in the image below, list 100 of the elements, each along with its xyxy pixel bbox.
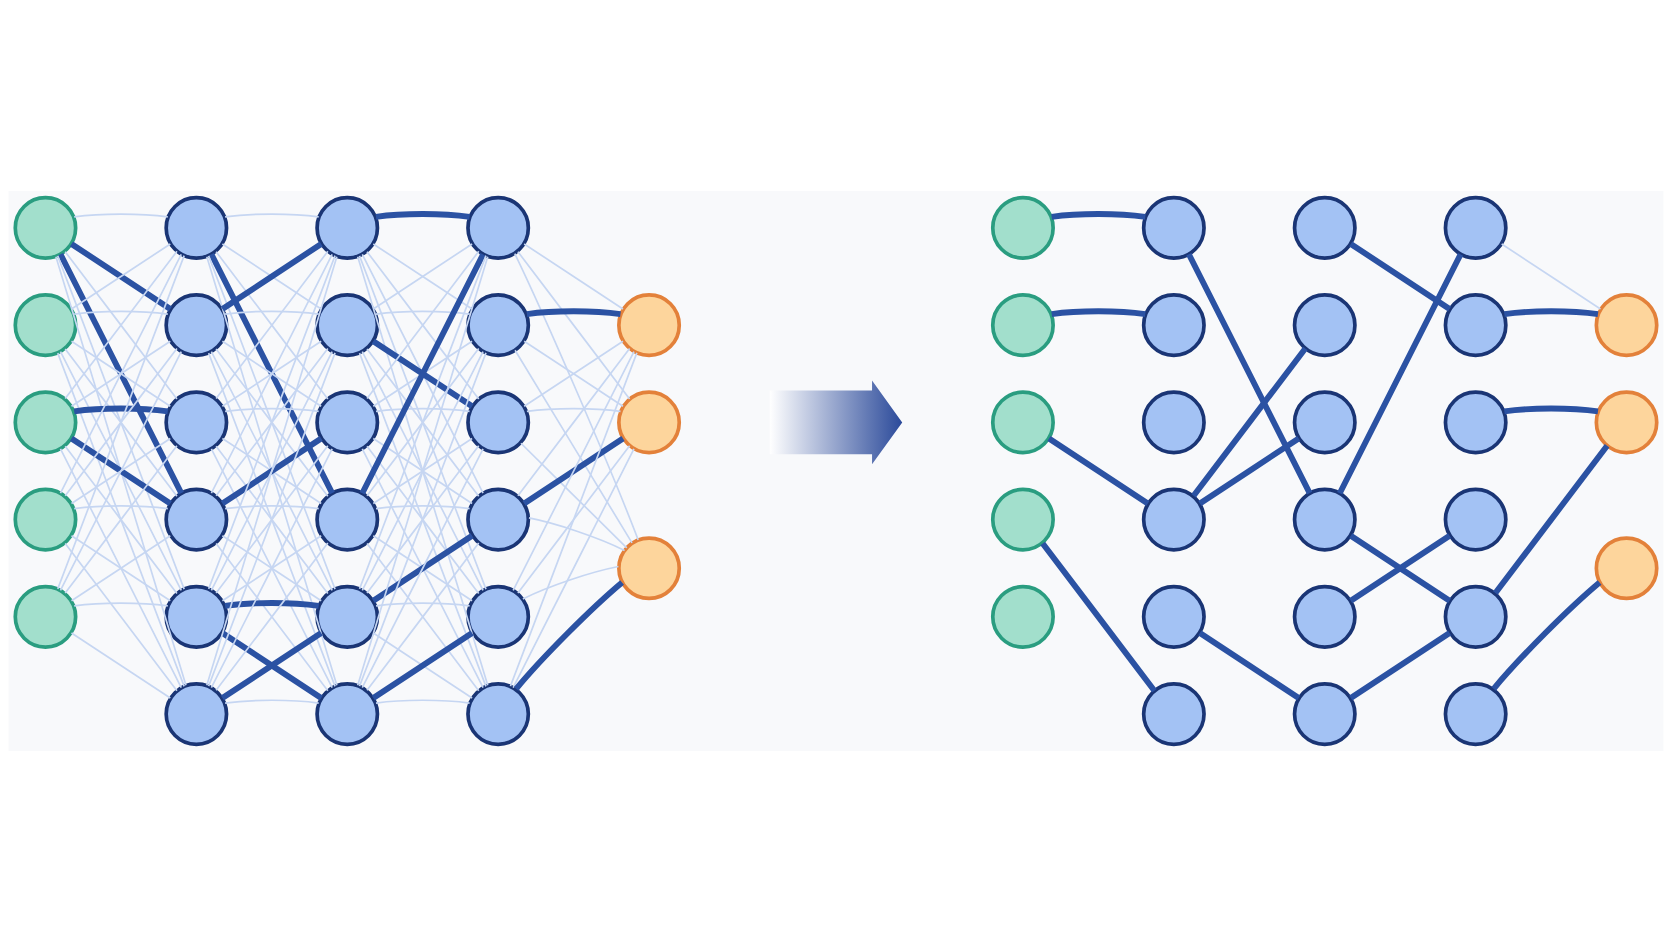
connector [56, 351, 185, 687]
connector [375, 504, 471, 509]
connector [1349, 630, 1452, 700]
node-circle [617, 292, 682, 357]
node-circle [1443, 584, 1508, 649]
connector [73, 405, 169, 414]
connector [73, 601, 169, 607]
node-circle [1141, 681, 1206, 746]
node-circle [466, 292, 531, 357]
connector [512, 350, 635, 591]
connector [73, 212, 169, 218]
connector [73, 309, 169, 315]
connector [520, 441, 628, 549]
connector [1337, 252, 1464, 495]
connector [56, 254, 185, 590]
node-circle [1141, 195, 1206, 260]
connector [375, 601, 471, 607]
node-circle [315, 681, 380, 746]
connector [1349, 532, 1452, 603]
node-circle [990, 487, 1055, 552]
connector [375, 210, 470, 220]
connector [59, 350, 183, 591]
connector [221, 534, 323, 602]
node-circle [164, 195, 229, 260]
connector [1493, 443, 1610, 595]
node-circle [1141, 584, 1206, 649]
connector [224, 309, 320, 315]
node-circle [1443, 681, 1508, 746]
connector [215, 347, 329, 497]
connector [358, 351, 487, 687]
connector [372, 242, 473, 310]
node-circle [1141, 389, 1206, 454]
connector [1504, 307, 1599, 317]
connector [224, 212, 320, 218]
connector [73, 504, 169, 509]
node-circle [1594, 389, 1659, 454]
node-circle [164, 681, 229, 746]
connector [1198, 630, 1301, 700]
connector [356, 255, 489, 686]
connector [1491, 579, 1602, 691]
node-circle [990, 584, 1055, 649]
node-circle [1292, 389, 1357, 454]
node-circle [466, 487, 531, 552]
connector [215, 444, 329, 594]
node-circle [13, 389, 78, 454]
node-circle [466, 389, 531, 454]
connector [70, 631, 172, 699]
node-circle [990, 389, 1055, 454]
connector [372, 437, 473, 504]
node-circle [164, 584, 229, 649]
connector [358, 254, 487, 590]
connector [523, 242, 624, 310]
node-circle [13, 487, 78, 552]
connector [1051, 210, 1146, 220]
connector [1191, 346, 1308, 498]
node-circle [1292, 681, 1357, 746]
connector [224, 504, 320, 509]
node-circle [1594, 535, 1659, 600]
node-circle [13, 292, 78, 357]
connector [1040, 541, 1157, 692]
node-circle [1443, 292, 1508, 357]
node-circle [315, 389, 380, 454]
node-circle [164, 292, 229, 357]
connector [70, 534, 172, 602]
connector [513, 252, 639, 541]
connector [366, 444, 480, 594]
node-circle [315, 292, 380, 357]
connector [64, 542, 178, 691]
connector [509, 351, 638, 687]
connector [206, 255, 338, 686]
node-circle [315, 195, 380, 260]
connector [517, 347, 631, 497]
node-circle [617, 389, 682, 454]
connector [522, 435, 625, 506]
connector [221, 339, 323, 407]
connector [70, 339, 172, 407]
connector [224, 599, 320, 609]
connector [64, 347, 178, 497]
node-circle [315, 584, 380, 649]
node-circle [990, 195, 1055, 260]
connector [1500, 242, 1602, 310]
connector [64, 444, 178, 594]
connector [375, 698, 471, 704]
connector [220, 630, 323, 700]
connector [1186, 252, 1313, 494]
node-circle [990, 292, 1055, 357]
connector [512, 447, 635, 689]
connector [526, 307, 621, 317]
connector [207, 254, 336, 590]
connector [366, 347, 480, 497]
connector [1047, 435, 1150, 506]
connector [1051, 307, 1146, 317]
node-circle [1141, 487, 1206, 552]
connector [528, 516, 626, 551]
node-circle [466, 195, 531, 260]
node-circle [1443, 487, 1508, 552]
node-circle [13, 584, 78, 649]
connector [514, 348, 633, 544]
connector [207, 351, 336, 687]
connector [210, 350, 333, 591]
